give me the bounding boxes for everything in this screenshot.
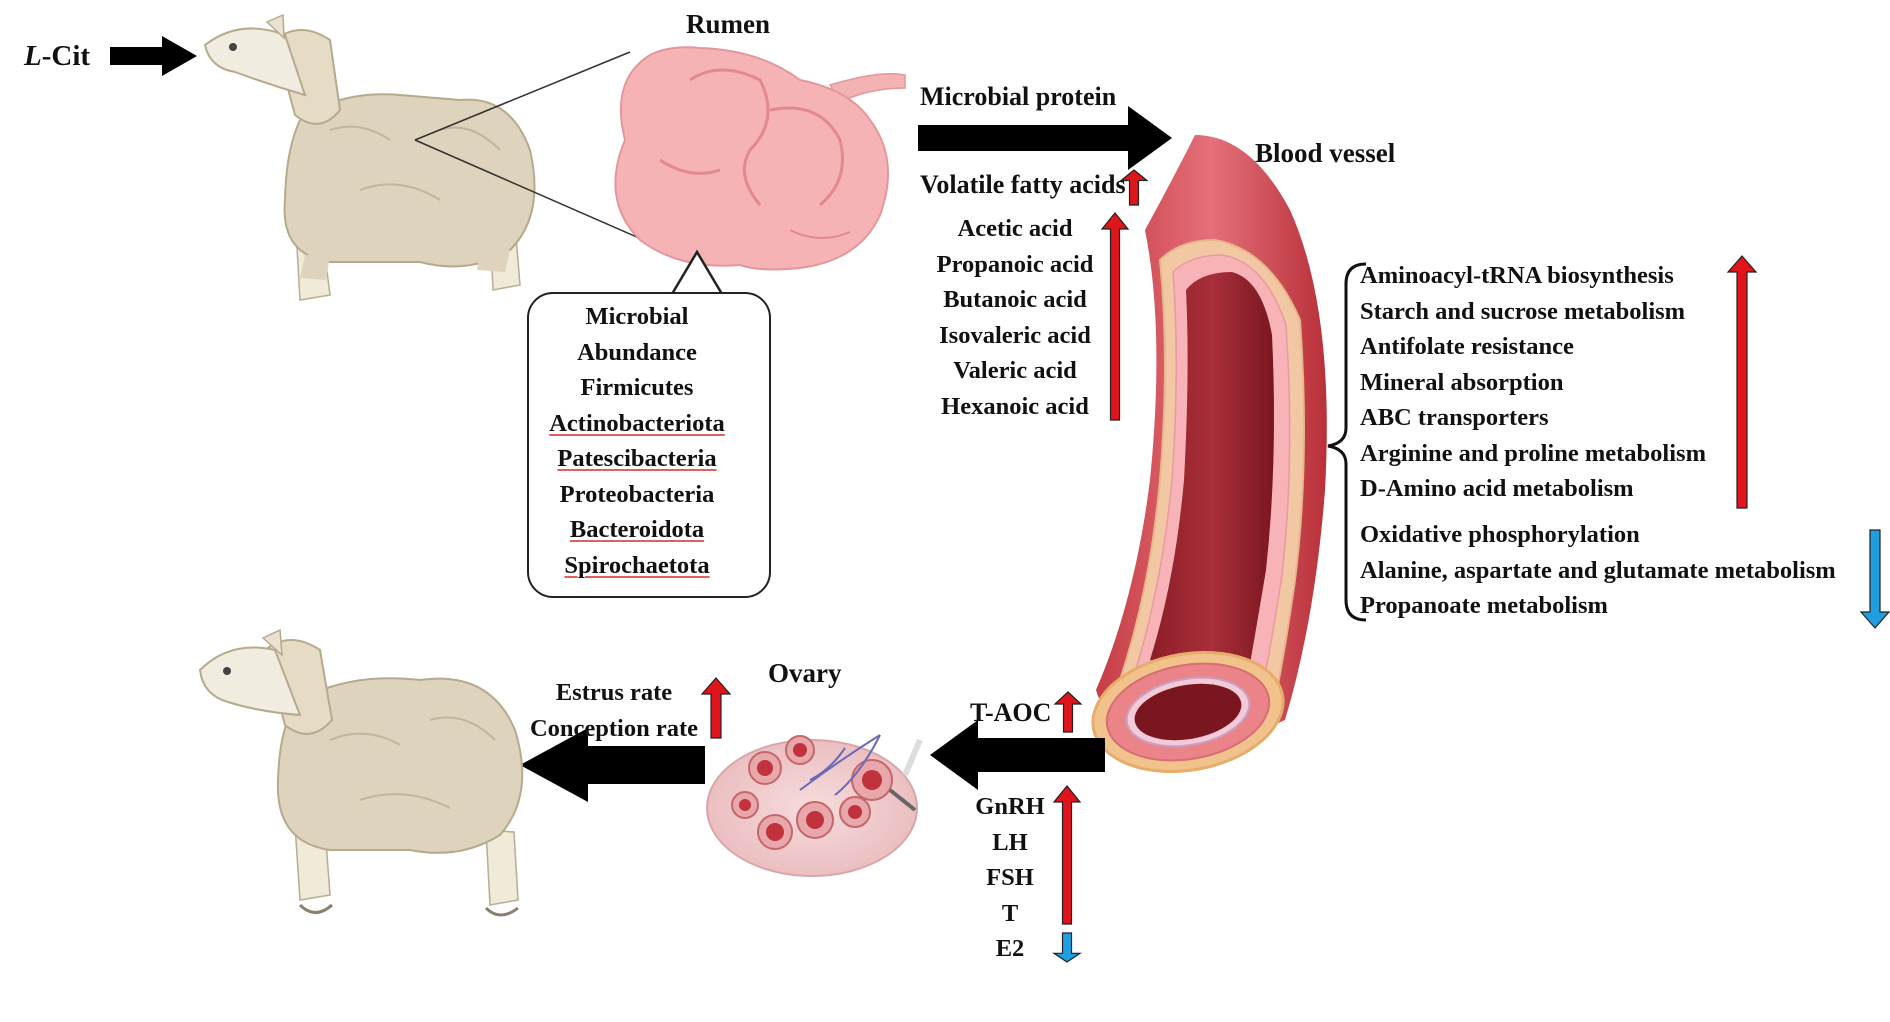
pathway-item: Starch and sucrose metabolism [1360,297,1686,325]
microbe-item: Firmicutes [580,374,694,401]
hormones-up-arrow [1052,785,1082,925]
pathway-item: Oxidative phosphorylation [1360,521,1640,548]
pathway-item: ABC transporters [1360,404,1549,431]
microbial-list: Microbial Abundance Firmicutes Actinobac… [530,299,744,583]
outcomes-up-arrow [700,677,732,739]
acid-item: Valeric acid [953,357,1077,384]
pathway-item: Aminoacyl-tRNA biosynthesis [1360,262,1674,289]
sheep-top-illustration [203,13,536,301]
pathways-down-arrow [1859,529,1890,629]
ovary-title: Ovary [768,658,842,688]
microbe-item: Bacteroidota [569,516,705,543]
outcome-item: Estrus rate [555,679,673,706]
microbe-item: Actinobacteriota [549,409,725,437]
pathway-item: Propanoate metabolism [1360,592,1608,619]
pathway-item: Mineral absorption [1360,368,1564,396]
blood-vessel-illustration [1091,135,1327,774]
microbe-item: Spirochaetota [564,551,710,579]
hormone-item: T [1001,899,1019,927]
pathway-item: Alanine, aspartate and glutamate metabol… [1360,556,1836,584]
microbial-protein-arrow [918,106,1172,170]
microbe-item: Abundance [577,338,697,366]
microbe-item: Proteobacteria [559,480,715,508]
sheep-bottom-illustration [198,628,524,917]
pathways-up-list: Aminoacyl-tRNA biosynthesis Starch and s… [1360,258,1706,507]
acid-item: Propanoic acid [936,250,1094,278]
lcit-label: L-Cit [24,42,90,71]
acid-item: Isovaleric acid [939,321,1091,349]
outcome-list: Estrus rate Conception rate [524,676,704,747]
zoom-line-bottom [414,139,656,246]
vessel-to-ovary-arrow [930,720,1105,790]
microbe-item: Patescibacteria [557,445,717,472]
lcit-prefix: L [24,40,42,72]
hormones-down-arrow [1052,932,1082,963]
hormone-item: FSH [986,864,1034,891]
vfa-label: Volatile fatty acids [920,170,1126,199]
blood-vessel-title: Blood vessel [1255,138,1396,168]
zoom-line-top [414,51,631,141]
hormone-list: GnRH LH FSH T E2 [975,789,1045,967]
acid-item: Acetic acid [957,215,1073,242]
tao-up-arrow [1053,691,1083,733]
lcit-arrow [110,36,197,76]
hormone-item: GnRH [975,793,1045,820]
ovary-illustration [706,734,923,877]
outcome-item: Conception rate [529,714,699,742]
microbial-bubble [527,292,771,598]
microbe-item: Microbial [585,303,689,330]
pathway-item: Arginine and proline metabolism [1360,439,1706,467]
acid-item: Butanoic acid [943,286,1087,313]
acid-list: Acetic acid Propanoic acid Butanoic acid… [925,211,1105,424]
pathway-item: Antifolate resistance [1360,333,1574,360]
microbial-protein-label: Microbial protein [920,82,1117,111]
hormone-item: LH [992,828,1028,856]
pathways-down-list: Oxidative phosphorylation Alanine, aspar… [1360,517,1836,624]
pathways-up-arrow [1726,255,1758,509]
acids-up-arrow [1100,212,1130,421]
lcit-suffix: -Cit [41,40,91,72]
ovary-to-sheep-arrow [520,728,705,802]
acid-item: Hexanoic acid [941,392,1089,420]
vfa-up-arrow [1119,169,1149,206]
hormone-item: E2 [995,935,1025,962]
pathway-item: D-Amino acid metabolism [1360,475,1634,502]
rumen-title: Rumen [686,9,771,39]
rumen-illustration [614,46,906,271]
tao-label: T-AOC [970,698,1052,727]
pathway-brace [1327,262,1367,622]
